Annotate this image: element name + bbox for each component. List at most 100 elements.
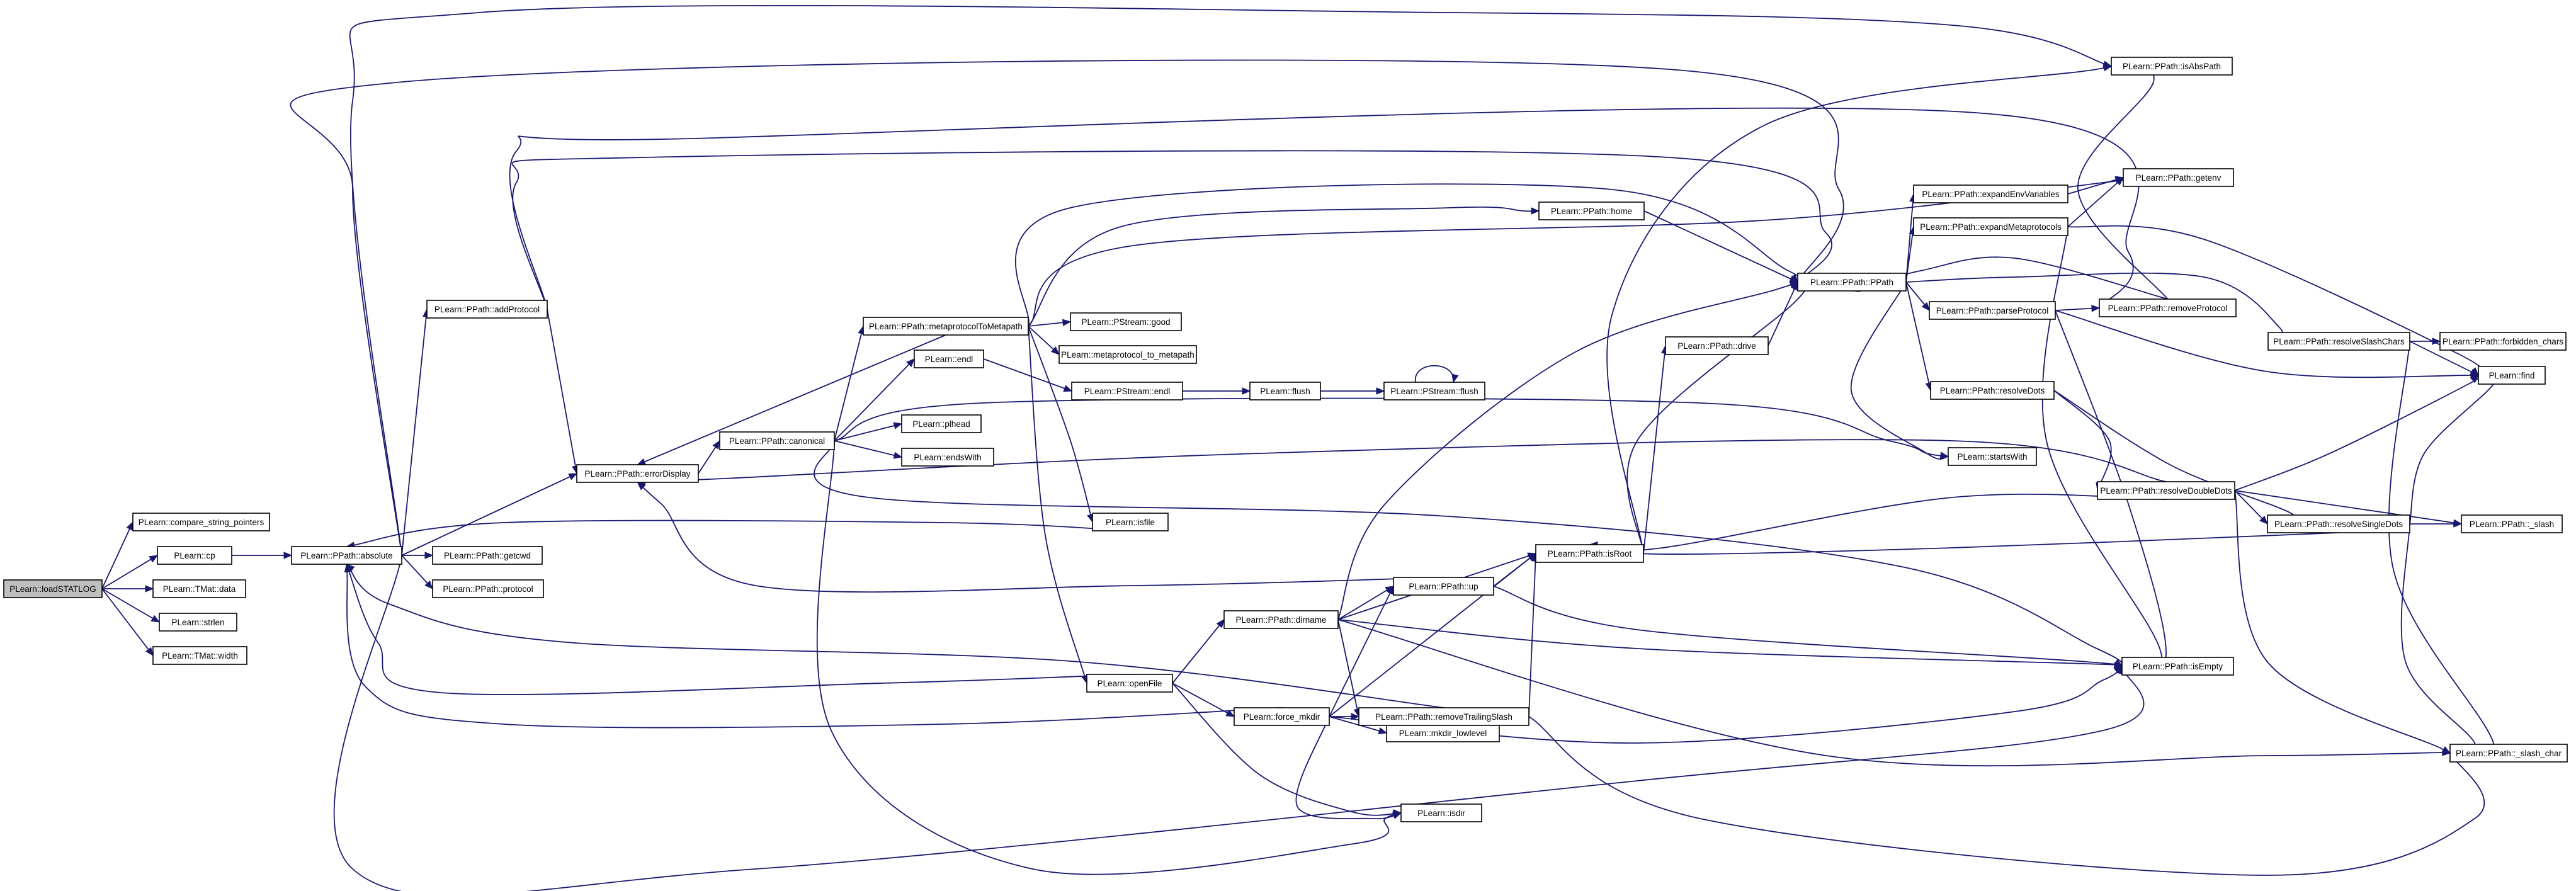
node-addProtocol[interactable]: PLearn::PPath::addProtocol [426,300,548,319]
edge-line [2400,523,2477,754]
node-box [1665,336,1769,355]
node-force_mkdir[interactable]: PLearn::force_mkdir [1234,707,1330,726]
node-box [2267,332,2410,351]
edge-pstream_endl-to-flush [1183,387,1251,395]
node-drive[interactable]: PLearn::PPath::drive [1665,336,1769,355]
node-label: PLearn::PPath::absolute [300,551,392,560]
edge-line [2041,226,2163,671]
node-label: PLearn::PPath::addProtocol [434,305,540,314]
edge-resolveSingleDots-to-_slash_char [2400,523,2477,754]
node-isRoot[interactable]: PLearn::PPath::isRoot [1535,544,1644,563]
node-isfile[interactable]: PLearn::isfile [1092,513,1169,531]
node-label: PLearn::PPath::removeTrailingSlash [1375,712,1512,722]
node-forbidden_chars[interactable]: PLearn::PPath::forbidden_chars [2439,332,2567,351]
node-box [1948,447,2037,466]
edge-openFile-to-force_mkdir [1172,683,1235,717]
edge-arrowhead [145,585,154,593]
edge-loadSTATLOG-to-tmat_data [102,585,154,593]
node-plhead[interactable]: PLearn::plhead [901,414,982,433]
node-loadSTATLOG[interactable]: PLearn::loadSTATLOG [3,579,103,598]
node-_slash[interactable]: PLearn::PPath::_slash [2461,514,2563,533]
edge-line [816,440,1402,875]
node-box [2478,366,2546,385]
node-find[interactable]: PLearn::find [2478,366,2546,385]
edge-force_mkdir-to-isdir [1295,716,1402,820]
node-startsWith[interactable]: PLearn::startsWith [1948,447,2037,466]
edge-absolute-to-protocol [401,555,433,589]
node-absolute[interactable]: PLearn::PPath::absolute [291,546,402,565]
node-label: PLearn::PPath::_slash [2470,519,2554,529]
edge-metaprotocolToMetapath-to-pstream_good [1028,319,1072,327]
node-isdir[interactable]: PLearn::isdir [1400,803,1482,822]
edge-line [1905,272,2283,342]
node-getenv[interactable]: PLearn::PPath::getenv [2123,168,2234,187]
node-openFile[interactable]: PLearn::openFile [1086,674,1173,693]
node-up[interactable]: PLearn::PPath::up [1393,577,1494,596]
node-removeTrailingSlash[interactable]: PLearn::PPath::removeTrailingSlash [1358,707,1529,726]
edge-line [1643,210,1798,283]
edge-arrowhead [1392,810,1402,819]
edge-line [2067,177,2124,227]
node-pstream_good[interactable]: PLearn::PStream::good [1070,312,1182,331]
node-resolveDoubleDots[interactable]: PLearn::PPath::resolveDoubleDots [2097,481,2235,500]
node-pstream_endl[interactable]: PLearn::PStream::endl [1071,382,1183,400]
edge-ppath-to-startsWith [1851,281,1949,460]
node-tmat_data[interactable]: PLearn::TMat::data [152,579,246,598]
node-cp[interactable]: PLearn::cp [157,546,232,565]
node-ppath[interactable]: PLearn::PPath::PPath [1797,273,1907,292]
node-canonical[interactable]: PLearn::PPath::canonical [719,431,835,450]
node-dirname[interactable]: PLearn::PPath::dirname [1223,610,1339,629]
node-box [1071,382,1183,400]
node-expandEnvVariables[interactable]: PLearn::PPath::expandEnvVariables [1913,184,2068,203]
edge-line [346,564,1444,708]
node-flush[interactable]: PLearn::flush [1249,382,1321,400]
node-endl[interactable]: PLearn::endl [914,349,984,368]
node-metaprotocol_to_metapath[interactable]: PLearn::metaprotocol_to_metapath [1058,345,1197,364]
edge-line [1493,553,1536,587]
node-box [2121,657,2234,676]
node-pstream_flush[interactable]: PLearn::PStream::flush [1383,382,1485,400]
node-box [2123,168,2234,187]
node-metaprotocolToMetapath[interactable]: PLearn::PPath::metaprotocolToMetapath [863,317,1029,336]
node-resolveSingleDots[interactable]: PLearn::PPath::resolveSingleDots [2267,514,2410,533]
node-getcwd[interactable]: PLearn::PPath::getcwd [432,546,543,565]
edge-loadSTATLOG-to-tmat_width [101,588,154,657]
node-box [1358,707,1529,726]
edge-line [2234,375,2483,491]
edge-drive-to-ppath [1767,281,1798,346]
node-label: PLearn::PPath::resolveSlashChars [2273,337,2405,346]
node-resolveDots[interactable]: PLearn::PPath::resolveDots [1930,381,2055,400]
node-isAbsPath[interactable]: PLearn::PPath::isAbsPath [2111,57,2233,76]
node-expandMetaprotocols[interactable]: PLearn::PPath::expandMetaprotocols [1913,217,2068,236]
node-parseProtocol[interactable]: PLearn::PPath::parseProtocol [1929,301,2056,320]
node-box [863,317,1029,336]
node-box [1400,803,1482,822]
node-box [2099,298,2237,317]
node-errorDisplay[interactable]: PLearn::PPath::errorDisplay [576,464,699,483]
node-_slash_char[interactable]: PLearn::PPath::_slash_char [2449,744,2568,763]
node-resolveSlashChars[interactable]: PLearn::PPath::resolveSlashChars [2267,332,2410,351]
edge-arrowhead [1063,385,1073,392]
node-strlen[interactable]: PLearn::strlen [159,613,237,632]
node-isEmpty[interactable]: PLearn::PPath::isEmpty [2121,657,2234,676]
node-label: PLearn::PPath::errorDisplay [584,469,690,479]
node-label: PLearn::PPath::isAbsPath [2123,62,2221,71]
edge-isRoot-to-isAbsPath [1606,63,2127,554]
edge-absolute-to-errorDisplay [401,473,578,556]
node-label: PLearn::PPath::_slash_char [2456,749,2562,758]
node-label: PLearn::TMat::width [162,651,238,661]
node-protocol[interactable]: PLearn::PPath::protocol [432,579,544,598]
node-label: PLearn::isdir [1417,809,1465,818]
node-removeProtocol[interactable]: PLearn::PPath::removeProtocol [2099,298,2237,317]
node-label: PLearn::openFile [1098,679,1162,688]
node-tmat_width[interactable]: PLearn::TMat::width [152,646,247,665]
node-box [2097,481,2235,500]
edge-addProtocol-to-ppath [511,150,1832,310]
node-mkdir_lowlevel[interactable]: PLearn::mkdir_lowlevel [1386,724,1500,742]
node-home[interactable]: PLearn::PPath::home [1538,201,1645,220]
edge-resolveSingleDots-to-_slash [2409,520,2463,528]
edge-line [834,326,864,441]
node-endsWith[interactable]: PLearn::endsWith [901,448,994,467]
node-compare_string_pointers[interactable]: PLearn::compare_string_pointers [132,513,270,531]
edge-line [1643,345,1666,554]
